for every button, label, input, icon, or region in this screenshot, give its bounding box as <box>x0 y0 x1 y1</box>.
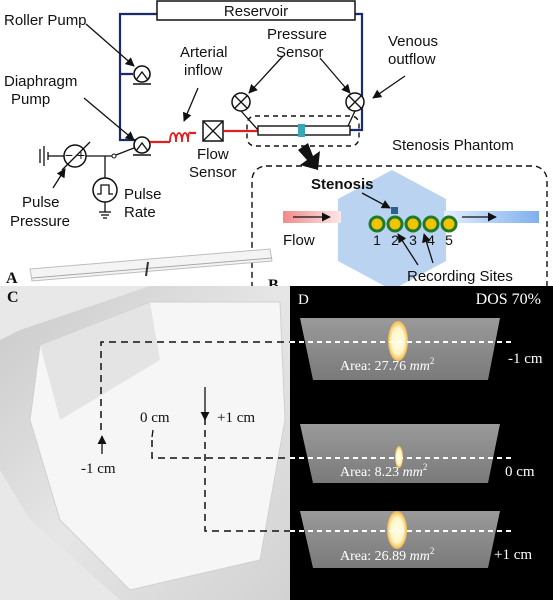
pressure-sensor-label: Pressure <box>267 26 327 43</box>
recording-site-icon <box>440 215 458 233</box>
photo-stenosis-mark <box>145 261 149 277</box>
stenosis-arrow <box>361 192 391 209</box>
slice-area-label: Area: 26.89 mm2 <box>340 546 434 564</box>
dos-label: DOS 70% <box>476 291 541 308</box>
pulse-pressure-label: Pressure <box>10 213 70 230</box>
connector-p1 <box>204 418 290 532</box>
arterial-inflow-label: inflow <box>184 62 223 79</box>
recording-site-icon <box>368 215 386 233</box>
zoom-arrow-icon <box>298 143 320 170</box>
diaphragm-pump-arrow <box>83 97 135 141</box>
phantom-dashed-frame <box>246 115 360 147</box>
connector-m1 <box>100 341 290 430</box>
slice-lumen <box>387 511 407 549</box>
ultrasound-panel: D DOS 70% Area: 27.76 mm2 -1 cm Area: 8.… <box>290 286 553 600</box>
connector-0 <box>151 440 290 459</box>
pressure-sensor-arrow <box>248 55 284 94</box>
diaphragm-pump-label: Diaphragm <box>4 73 77 90</box>
phantom-title: Stenosis Phantom <box>392 137 514 154</box>
slice-position-label: 0 cm <box>505 464 535 480</box>
site-number: 5 <box>445 232 453 248</box>
label-0-cm: 0 cm <box>140 410 170 426</box>
panel-label-d: D <box>298 292 309 308</box>
slice-area-label: Area: 27.76 mm2 <box>340 356 434 374</box>
arterial-inflow-arrow <box>183 87 199 122</box>
panel-label-c: C <box>7 289 19 306</box>
pressure-sensor-arrow <box>319 57 351 94</box>
svg-text:+: + <box>77 147 85 163</box>
site-number: 1 <box>373 232 381 248</box>
flow-label: Flow <box>283 232 315 249</box>
stenosis-label: Stenosis <box>311 176 374 193</box>
photo-tube <box>29 248 273 282</box>
flow-sensor-label: Sensor <box>189 164 237 181</box>
pressure-sensor-icon <box>345 92 365 127</box>
panel-label-b: B <box>268 277 279 294</box>
pulse-rate-label: Rate <box>124 204 156 221</box>
slice-position-label: +1 cm <box>494 547 532 563</box>
label-minus1-cm: -1 cm <box>81 461 116 477</box>
arrow-0-cm <box>151 429 154 438</box>
venous-outflow-label: Venous <box>388 33 438 50</box>
site-number: 4 <box>427 232 435 248</box>
phantom-panel-frame <box>251 165 548 299</box>
recording-site-icon <box>422 215 440 233</box>
phantom-photo-panel: C 0 cm +1 cm -1 cm <box>0 248 290 600</box>
recording-sites-arrow <box>422 233 434 264</box>
stenosis-phantom-panel: Stenosis Phantom Flow Stenosis <box>251 137 548 299</box>
slice-plus1: Area: 26.89 mm2 +1 cm <box>290 511 532 568</box>
slice-0: Area: 8.23 mm2 0 cm <box>290 424 535 483</box>
reservoir-label: Reservoir <box>224 3 288 20</box>
arterial-coil-icon <box>169 131 191 143</box>
recording-site-icon <box>404 215 422 233</box>
slice-minus1: Area: 27.76 mm2 -1 cm <box>290 318 543 380</box>
recording-sites-arrow <box>397 233 419 266</box>
roller-pump-label: Roller Pump <box>4 12 87 29</box>
pulse-pressure-source-icon: − + <box>39 141 135 171</box>
arterial-inflow-label: Arterial <box>180 44 228 61</box>
panel-label-a: A <box>6 270 18 287</box>
diaphragm-pump-icon <box>133 136 151 156</box>
site-number: 2 <box>391 232 399 248</box>
photo-tube-edge <box>31 257 273 279</box>
site-number: 3 <box>409 232 417 248</box>
pressure-sensor-label: Sensor <box>276 44 324 61</box>
pulse-pressure-label: Pulse <box>22 194 60 211</box>
pressure-sensor-icon <box>231 92 259 131</box>
venous-outflow-arrow <box>372 75 406 99</box>
recording-sites: 1 2 3 4 5 <box>368 215 458 248</box>
arterial-line <box>150 129 258 144</box>
roller-pump-icon <box>133 65 151 85</box>
recording-sites-label: Recording Sites <box>407 268 513 285</box>
venous-outflow-label: outflow <box>388 51 436 68</box>
flow-circuit-schematic: Reservoir <box>4 0 438 287</box>
photo-hexagon-shadow <box>40 302 160 420</box>
flow-sensor-label: Flow <box>197 146 229 163</box>
slice-position-label: -1 cm <box>508 351 543 367</box>
recording-site-icon <box>386 215 404 233</box>
stenosis-marker <box>298 124 305 137</box>
pulse-pressure-arrow <box>52 168 66 189</box>
reservoir-box <box>156 0 356 21</box>
pulse-rate-icon <box>92 156 118 219</box>
pulse-rate-label: Pulse <box>124 186 162 203</box>
slice-area-label: Area: 8.23 mm2 <box>340 462 427 480</box>
stenosis-marker <box>391 207 398 214</box>
flow-sensor-icon <box>202 120 224 142</box>
roller-pump-arrow <box>85 23 135 67</box>
diaphragm-pump-label: Pump <box>11 91 50 108</box>
label-plus1-cm: +1 cm <box>217 410 255 426</box>
svg-text:−: − <box>65 147 73 163</box>
